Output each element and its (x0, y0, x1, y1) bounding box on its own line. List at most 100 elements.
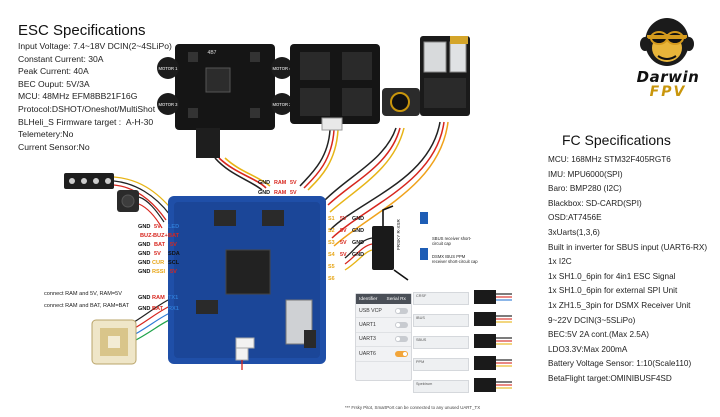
esc-spec-item: Constant Current: 30A (18, 53, 104, 64)
pad-label: GND (138, 260, 150, 266)
ram-notes: connect RAM and 5V, RAM=5V connect RAM a… (44, 288, 129, 312)
pad-label: 5V (340, 216, 347, 222)
port-label: USB VCP (359, 307, 382, 314)
motor-pad-1 (157, 57, 179, 79)
port-row-usb: USB VCP (356, 304, 411, 319)
pad-label: 5V (154, 251, 161, 257)
led-3 (93, 178, 99, 184)
esc-spec-item: BLHeli_S Firmware target : A-H-30 (18, 116, 154, 127)
led-wire-red (113, 184, 167, 221)
esc-wire-black (214, 157, 263, 191)
receiver-config-strip: PPM (413, 358, 469, 371)
fc-specs-title: FC Specifications (562, 132, 671, 148)
fc-spec-item: MCU: 168MHz STM32F405RGT6 (548, 155, 671, 164)
pad-label: GND (138, 269, 150, 275)
fc-right-pads: S1 5V GND S2 5V GND S3 5V GND S4 5V GND … (328, 216, 364, 282)
pad-label: 5V (154, 224, 161, 230)
pad-label: 5V (170, 242, 177, 248)
fc-spec-item: Blackbox: SD-CARD(SPI) (548, 198, 642, 208)
esc-spec-item: Input Voltage: 7.4~18V DCIN(2~4SLiPo) (18, 41, 172, 51)
port-label: UART6 (359, 350, 376, 357)
pad-label: RAM (152, 295, 165, 301)
serial-rx-toggle[interactable] (395, 350, 408, 357)
pad-label: BUZ- (140, 233, 153, 239)
identifier-header: Identifier (359, 296, 378, 302)
pad-label: SCL (168, 260, 180, 266)
esc-wire-yellow (224, 157, 271, 187)
esc-wire-red (218, 157, 267, 189)
pad-label: S4 (328, 252, 335, 258)
fc-spec-item: BEC:5V 2A cont.(Max 2.5A) (548, 330, 650, 340)
pad-label: 5V (340, 252, 347, 258)
motor-pad-2 (271, 57, 293, 79)
pad-label: BUZ+ (153, 233, 168, 239)
led-wire-black (113, 180, 171, 216)
pad-label: S2 (328, 228, 335, 234)
pad-label: 5V (290, 180, 297, 186)
pad-label: GND (138, 242, 150, 248)
sbus-note: SBUS receiver short-circuit cap (432, 236, 472, 246)
strip-label: Spektrum (416, 382, 433, 386)
esc-specs-title: ESC Specifications (18, 22, 146, 39)
fc-spec-item: BetaFlight target:OMINIBUSF4SD (548, 373, 672, 383)
esc-chip-label: 4B7 (208, 50, 217, 56)
pad-label: SDA (168, 251, 180, 257)
receiver-config-strip: SBUS (413, 336, 469, 349)
pad-label: GND (352, 228, 364, 234)
xsr-wire-yellow (344, 249, 373, 271)
fc-spec-item: Battery Voltage Sensor: 1:10(Scale110) (548, 359, 692, 369)
strip-label: CRSF (416, 294, 427, 298)
pad-label: GND (352, 216, 364, 222)
cam-wire-black (324, 127, 397, 201)
pad-label: TX1 (168, 295, 178, 301)
fc-spec-item: OSD:AT7456E (548, 213, 602, 223)
fc-spec-item: 9~22V DCIN(3~5SLiPo) (548, 315, 636, 325)
fc-left-pads: GND 5V LED BUZ- BUZ+ BAT GND BAT 5V GND … (138, 224, 180, 312)
pad-label: 5V (170, 269, 177, 275)
brand-subname: FPV (649, 84, 687, 100)
ports-config-panel: Identifier Serial Rx USB VCP UART1 UART3… (355, 293, 412, 381)
motor-4-label: MOTOR 4 (272, 66, 292, 71)
fc-spec-item: Baro: BMP280 (I2C) (548, 184, 622, 194)
darwin-fpv-logo (640, 18, 694, 66)
port-row-uart6: UART6 (356, 347, 411, 362)
esc-spec-item: MCU: 48MHz EFM8BB21F16G (18, 91, 138, 102)
serial-rx-toggle[interactable] (395, 307, 408, 314)
fc-spec-item: 3xUarts(1,3,6) (548, 227, 600, 237)
pad-label: 5V (340, 240, 347, 246)
fc-spec-item: 1x SH1.0_6pin for 4in1 ESC Signal (548, 271, 676, 281)
strip-label: IBUS (416, 316, 425, 320)
vtx-wire-red (303, 129, 335, 189)
pad-label: 5V (290, 190, 297, 196)
esc-capacitor-leads (196, 128, 220, 158)
footnote: *** Frsky Pitot, SmartPort can be connec… (345, 405, 481, 410)
motor-pad-3 (157, 93, 179, 115)
pad-label: RSSI (152, 269, 166, 275)
fc-top-pads: GND RAM 5V GND RAM 5V (258, 180, 297, 196)
serial-rx-toggle[interactable] (395, 322, 408, 329)
pad-label: GND (138, 224, 150, 230)
serial-rx-header: Serial Rx (386, 296, 406, 302)
pad-label: RAM (274, 190, 287, 196)
led-4 (105, 178, 111, 184)
receiver-config-strip: IBUS (413, 314, 469, 327)
port-label: UART3 (359, 336, 376, 343)
usb-port (235, 337, 255, 349)
pad-label: CUR (152, 260, 164, 266)
serial-rx-toggle[interactable] (395, 336, 408, 343)
pad-label: LED (168, 224, 179, 230)
pad-label: GND (258, 190, 270, 196)
cam-wire-red (327, 127, 401, 206)
esc-spec-item: Telemetery:No (18, 129, 74, 140)
motor-2-label: MOTOR 2 (272, 102, 292, 107)
receiver-label: FRSKY R-XSR (396, 219, 401, 250)
port-row-uart3: UART3 (356, 333, 411, 348)
esc-spec-item: Protocol:DSHOT/Oneshot/MultiShot (18, 103, 156, 114)
dsmx-note: DSMX IBUS PPM receiver short-circuit cap (432, 254, 478, 264)
port-row-uart1: UART1 (356, 318, 411, 333)
fc-mcu-chip (225, 249, 271, 295)
rx-wire-orange (333, 121, 449, 247)
fc-spec-item: 1x ZH1.5_3pin for DSMX Receiver Unit (548, 300, 691, 310)
receiver-wiring-snippets (474, 290, 512, 392)
